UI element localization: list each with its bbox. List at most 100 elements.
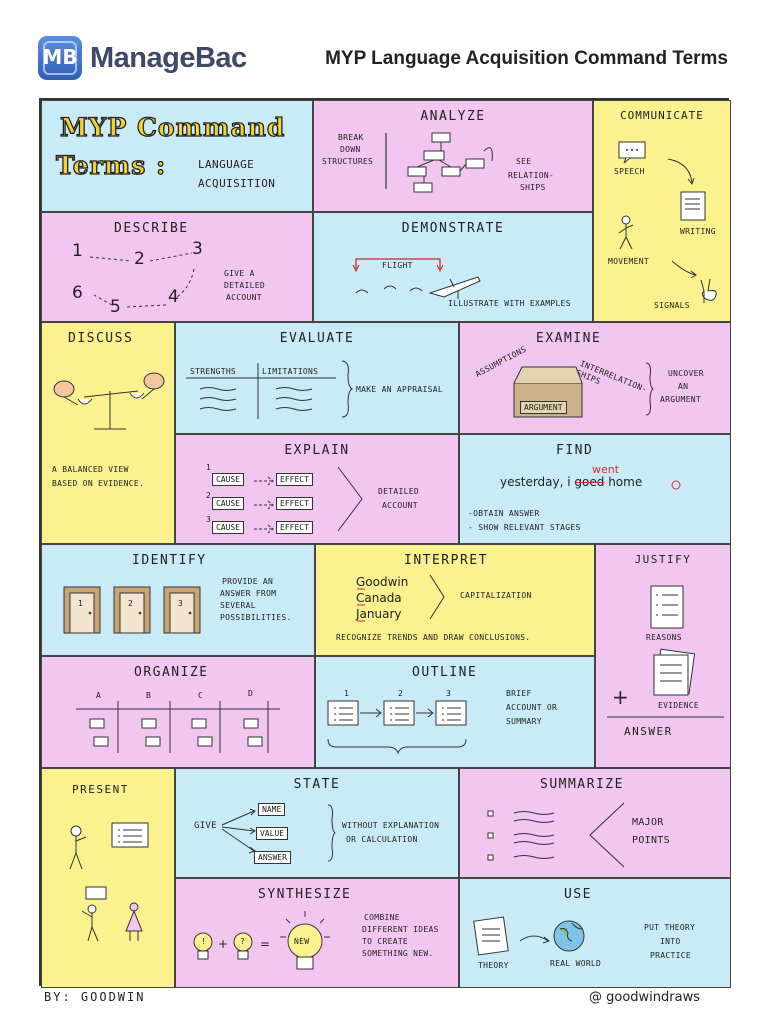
dashed-path-icon <box>89 252 195 308</box>
arrow-icon <box>671 260 697 279</box>
communicate-signals-label: Signals <box>654 301 690 310</box>
explain-step-number: 1 <box>206 463 212 472</box>
presenter-icon <box>69 822 149 870</box>
term-find: Find <box>556 443 594 458</box>
term-use: Use <box>564 887 592 902</box>
title-line-2: Terms : <box>55 150 167 180</box>
examine-note-line: Uncover <box>668 369 704 378</box>
use-real-world-label: Real world <box>550 959 602 968</box>
state-give-label: Give <box>194 821 217 831</box>
state-name-box: Name <box>258 803 286 816</box>
analyze-note-line: Break <box>338 133 364 142</box>
title-line-1: MYP Command <box>59 112 286 142</box>
explain-note-line: Detailed <box>378 487 419 496</box>
arrow-icon <box>254 476 274 534</box>
justify-reasons-label: Reasons <box>646 633 682 642</box>
describe-note-line: Give a <box>224 269 255 278</box>
describe-number: 5 <box>110 297 121 317</box>
justify-answer-label: Answer <box>624 725 673 738</box>
interpret-label: Capitalization <box>460 591 532 600</box>
explain-effect-box: Effect <box>276 497 313 510</box>
author-handle[interactable]: @ goodwindraws <box>589 990 700 1005</box>
examine-argument-label: Argument <box>520 401 567 414</box>
arrow-icon <box>519 935 551 944</box>
card-demonstrate: Demonstrate Flight Illustrate with examp… <box>313 212 593 322</box>
demonstrate-flight-label: Flight <box>382 261 413 270</box>
outline-note-line: summary <box>506 717 542 726</box>
card-outline: Outline 1 2 3 Brief account or summary <box>315 656 595 768</box>
outline-flow-icon <box>327 700 467 755</box>
identify-note-line: answer from <box>220 589 277 598</box>
synthesize-idea-symbol: ! <box>201 937 207 946</box>
evaluate-note: Make an appraisal <box>356 385 443 394</box>
evidence-papers-icon <box>653 648 696 696</box>
find-note-line: -Obtain answer <box>468 509 540 518</box>
airplane-icon <box>355 276 481 299</box>
card-evaluate: Evaluate Strengths Limitations Make an a… <box>175 322 459 434</box>
interpret-note: Recognize trends and draw conclusions. <box>336 633 531 642</box>
state-note-line: Without explanation <box>342 821 440 830</box>
outline-note-line: account or <box>506 703 558 712</box>
title-card: MYP Command Terms : Language Acquisition <box>41 100 313 212</box>
chevron-right-icon <box>337 466 363 532</box>
interpret-word: Goodwin <box>356 575 409 589</box>
card-examine: Examine Assumptions Interrelation-ships … <box>459 322 731 434</box>
card-analyze: Analyze Break down structures See relati… <box>313 100 593 212</box>
identify-note-line: Provide an <box>222 577 274 586</box>
theory-paper-icon <box>473 916 509 956</box>
explain-step-number: 2 <box>206 491 212 500</box>
chevron-right-icon <box>429 574 445 620</box>
outline-step-number: 3 <box>446 689 452 698</box>
command-terms-board: MYP Command Terms : Language Acquisition… <box>39 98 731 988</box>
card-use: Use Theory Real world Put theory into pr… <box>459 878 731 988</box>
state-note-line: or calculation <box>346 835 418 844</box>
card-identify: Identify 1 2 3 Provide an answer from se… <box>41 544 315 656</box>
synthesize-note-line: Combine <box>364 913 400 922</box>
card-synthesize: Synthesize ! + ? = New Combine different… <box>175 878 459 988</box>
door-number: 3 <box>178 599 184 608</box>
door-number: 1 <box>78 599 84 608</box>
page-title: MYP Language Acquisition Command Terms <box>325 48 728 69</box>
organize-column-label: C <box>198 691 204 700</box>
branch-arrows-icon <box>221 808 257 854</box>
reasons-list-icon <box>650 585 684 629</box>
justify-plus: + <box>612 685 629 709</box>
describe-note-line: detailed <box>224 281 265 290</box>
synthesize-equals: = <box>260 937 271 951</box>
describe-number: 2 <box>134 249 145 269</box>
analyze-note-line: down <box>340 145 361 154</box>
find-sentence: yesterday, i goed home <box>500 475 642 489</box>
card-discuss: Discuss A balanced view based on evidenc… <box>41 322 175 544</box>
term-interpret: Interpret <box>404 553 488 568</box>
peace-hand-icon <box>700 278 717 303</box>
organize-column-label: B <box>146 691 152 700</box>
card-present: Present <box>41 768 175 988</box>
lightbulb-icon <box>233 932 253 960</box>
justify-evidence-label: Evidence <box>658 701 699 710</box>
title-subtitle-2: Acquisition <box>198 177 276 190</box>
summarize-note-line: Major <box>632 817 664 828</box>
synthesize-note-line: to create <box>362 937 409 946</box>
term-outline: Outline <box>412 665 478 680</box>
bullet-list-icon <box>487 810 555 861</box>
discuss-note-line: A balanced view <box>52 465 129 474</box>
conversation-icon <box>81 886 143 942</box>
organize-column-label: D <box>248 689 254 698</box>
author-credit: BY: GOODWIN <box>44 990 146 1004</box>
brace-icon <box>341 360 354 418</box>
discuss-note-line: based on evidence. <box>52 479 145 488</box>
chevron-left-icon <box>589 802 625 868</box>
describe-number: 3 <box>192 239 203 259</box>
analyze-note-line: ships <box>520 183 546 192</box>
use-theory-label: Theory <box>478 961 509 970</box>
term-describe: Describe <box>114 221 189 236</box>
outline-step-number: 2 <box>398 689 404 698</box>
title-subtitle-1: Language <box>198 158 255 171</box>
explain-note-line: account <box>382 501 418 510</box>
describe-number: 6 <box>72 283 83 303</box>
term-discuss: Discuss <box>68 331 134 346</box>
globe-icon <box>553 920 585 952</box>
managebac-logo[interactable]: MB ManageBac <box>38 36 247 80</box>
red-circle-icon <box>671 480 681 490</box>
lightbulb-icon <box>193 932 213 960</box>
